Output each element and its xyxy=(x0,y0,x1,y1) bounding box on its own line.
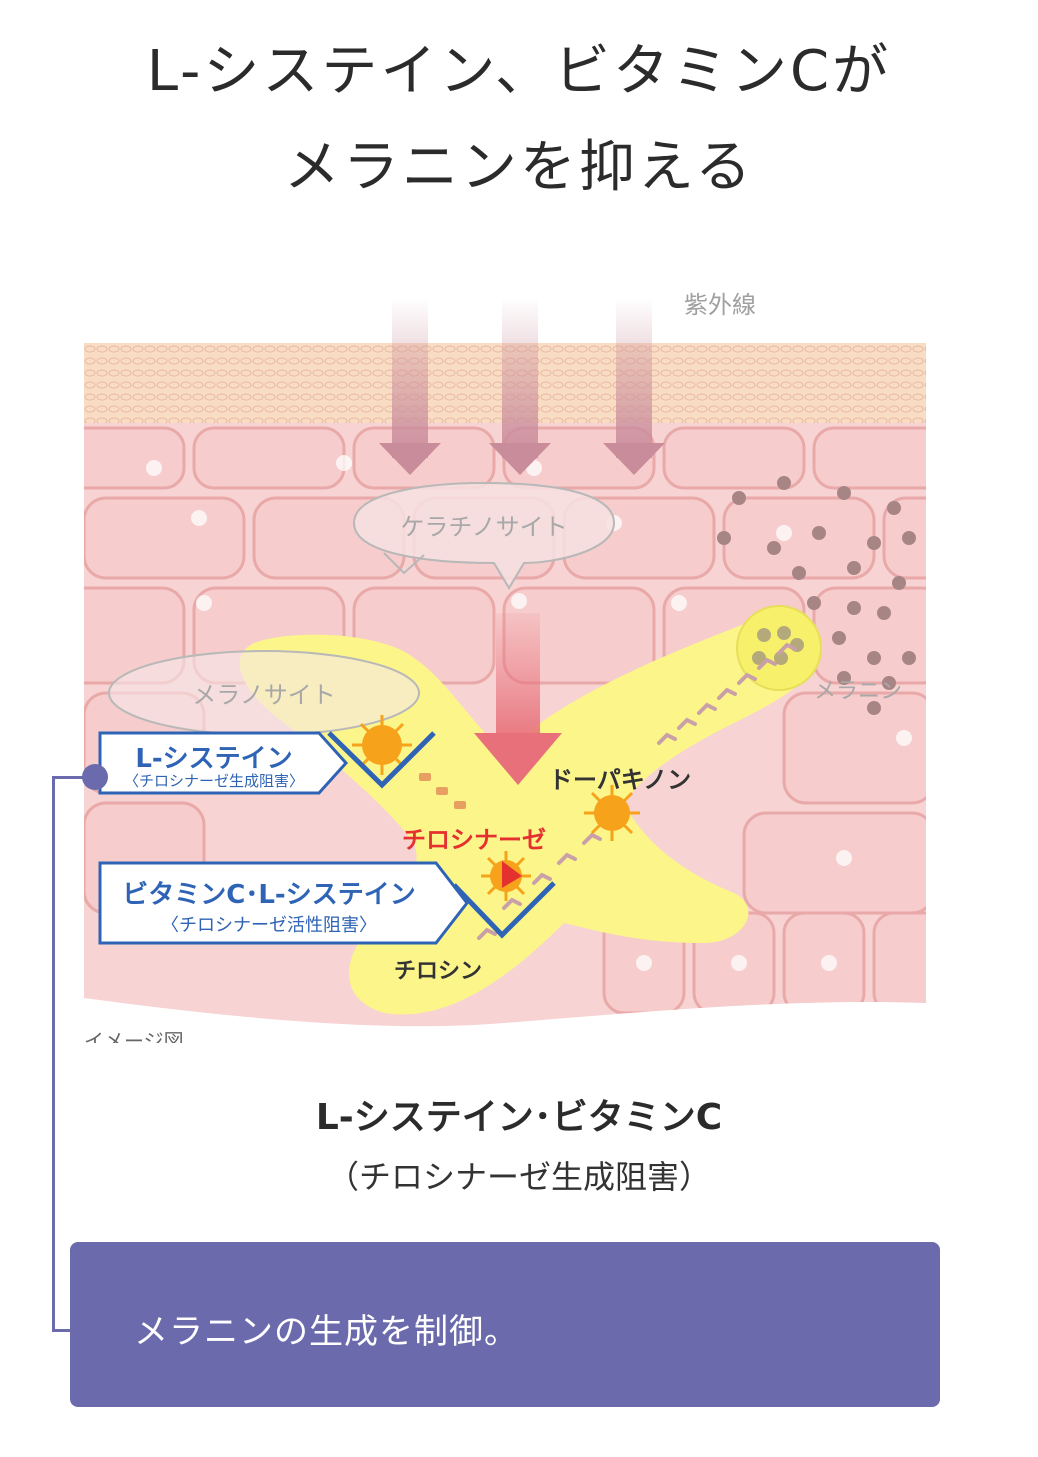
image-note: イメージ図 xyxy=(84,1029,184,1043)
connector-line xyxy=(52,776,55,1331)
connector-line-top xyxy=(52,776,96,779)
callout1-subtitle: 〈チロシナーゼ生成阻害〉 xyxy=(124,772,304,790)
enzyme-synthesis xyxy=(419,773,466,809)
inhibition-mark-1 xyxy=(327,731,436,789)
melanocyte-label: メラノサイト xyxy=(192,681,336,709)
burst-icon-1 xyxy=(352,715,412,775)
headline-line-2: メラニンを抑える xyxy=(283,135,755,200)
headline-line-1: L-システイン、ビタミンCが xyxy=(146,39,892,104)
callout-l-cysteine: L-システイン 〈チロシナーゼ生成阻害〉 xyxy=(98,731,349,795)
uv-arrows xyxy=(379,298,665,475)
callout-vitc-l-cysteine: ビタミンC･L-システイン 〈チロシナーゼ活性阻害〉 xyxy=(98,861,469,945)
callout2-subtitle: 〈チロシナーゼ活性阻害〉 xyxy=(161,915,377,936)
tyrosinase-label: チロシナーゼ xyxy=(402,826,546,854)
melanin-mechanism-diagram: 紫外線 ケラチノサイト メラノサイト メラニン xyxy=(84,283,926,1043)
reaction-path-chevrons xyxy=(477,642,797,940)
keratinocyte-bubble xyxy=(352,481,616,590)
melanin-label: メラニン xyxy=(814,679,902,704)
result-text: メラニンの生成を制御。 xyxy=(134,1312,519,1352)
connector-line-bottom xyxy=(52,1329,72,1332)
caption-subtitle: （チロシナーゼ生成阻害） xyxy=(326,1158,711,1196)
tyrosinase-arrow-icon xyxy=(502,861,522,888)
uv-label: 紫外線 xyxy=(684,291,756,319)
burst-icon-2 xyxy=(584,785,640,841)
signal-arrow xyxy=(474,613,562,785)
result-box: メラニンの生成を制御。 xyxy=(70,1242,940,1407)
connector-dot xyxy=(82,764,108,790)
melanin-granules xyxy=(717,476,916,715)
inhibition-mark-2 xyxy=(452,881,556,939)
caption-title: L-システイン･ビタミンC xyxy=(315,1097,723,1138)
callout1-title: L-システイン xyxy=(135,744,292,774)
tyrosine-label: チロシン xyxy=(394,959,482,984)
keratinocyte-label: ケラチノサイト xyxy=(400,513,567,541)
dopaquinone-label: ドーパキノン xyxy=(549,766,691,794)
callout2-title: ビタミンC･L-システイン xyxy=(122,880,415,910)
